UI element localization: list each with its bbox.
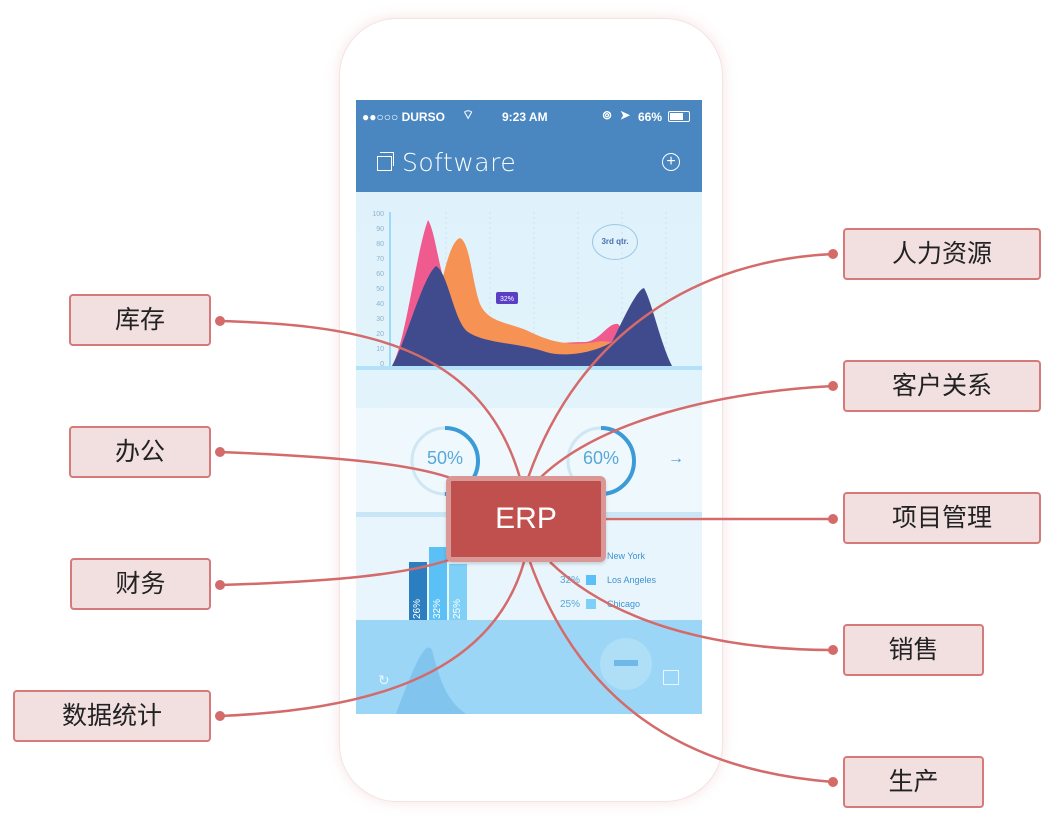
y-tick-label: 0 xyxy=(380,361,384,368)
legend-city: Los Angeles xyxy=(607,575,657,585)
y-tick-label: 20 xyxy=(376,331,384,338)
connector-dot xyxy=(215,580,225,590)
clock-text: 9:23 AM xyxy=(502,110,548,124)
arrow-right-icon[interactable]: → xyxy=(668,450,684,467)
windows-icon[interactable] xyxy=(377,152,394,171)
center-node-erp: ERP xyxy=(446,476,606,562)
y-tick-label: 50 xyxy=(376,286,384,293)
y-tick-label: 100 xyxy=(372,211,384,218)
gauge-1-percent: 50% xyxy=(426,448,464,468)
connector-renli xyxy=(526,252,834,479)
y-tick-label: 80 xyxy=(376,241,384,248)
legend-value: 25% xyxy=(560,599,581,610)
gauge-2-percent: 60% xyxy=(582,448,620,468)
quarter-badge[interactable]: 3rd qtr. xyxy=(592,224,638,260)
legend-swatch xyxy=(586,599,596,609)
battery-icon xyxy=(668,111,690,122)
legend-city: Chicago xyxy=(607,599,641,609)
y-tick-label: 70 xyxy=(376,256,384,263)
legend-swatch xyxy=(586,575,596,585)
connector-dot xyxy=(828,645,838,655)
bar-item: 25% xyxy=(449,564,467,625)
carrier-text: ●●○○○ DURSO xyxy=(362,110,445,124)
connector-dot xyxy=(215,711,225,721)
bottom-blurred-chart xyxy=(396,638,652,714)
connector-caiwu xyxy=(219,554,461,587)
bar-item: 32% xyxy=(429,547,447,625)
gauge-1: 50% xyxy=(408,424,482,498)
rotation-lock-icon: ⊚ xyxy=(602,108,613,122)
connector-shuju xyxy=(219,561,526,718)
connector-shengchan xyxy=(528,561,834,784)
orange-series-area xyxy=(426,238,646,366)
bottom-panel: ↻ xyxy=(356,620,702,714)
y-tick-label: 90 xyxy=(376,226,384,233)
connector-kehu xyxy=(539,384,834,479)
node-xiangmu: 项目管理 xyxy=(843,492,1041,544)
node-xiaoshou: 销售 xyxy=(843,624,984,676)
connector-dot xyxy=(215,447,225,457)
status-bar: ●●○○○ DURSO ⌔ 9:23 AM ⊚ ➤ 66% xyxy=(356,100,702,134)
bar-item: 26% xyxy=(409,561,427,625)
node-bangong: 办公 xyxy=(69,426,211,478)
location-icon: ➤ xyxy=(620,108,631,122)
connector-kucun xyxy=(219,319,522,479)
phone-screen: ●●○○○ DURSO ⌔ 9:23 AM ⊚ ➤ 66% Software +… xyxy=(356,100,702,714)
node-shengchan: 生产 xyxy=(843,756,984,808)
y-tick-label: 60 xyxy=(376,271,384,278)
connector-dot xyxy=(828,514,838,524)
refresh-icon[interactable]: ↻ xyxy=(378,672,390,688)
app-header: Software + xyxy=(356,134,702,192)
app-title: Software xyxy=(402,148,517,177)
connector-dot xyxy=(828,777,838,787)
y-tick-label: 10 xyxy=(376,346,384,353)
y-tick-label: 40 xyxy=(376,301,384,308)
node-kucun: 库存 xyxy=(69,294,211,346)
add-icon[interactable]: + xyxy=(662,153,680,171)
tooltip-box xyxy=(496,292,518,304)
connector-dot xyxy=(828,381,838,391)
connector-bangong xyxy=(219,450,457,482)
image-icon[interactable] xyxy=(663,670,679,685)
connector-xiaoshou xyxy=(549,561,834,652)
connector-dot xyxy=(215,316,225,326)
wifi-icon: ⌔ xyxy=(462,107,475,122)
chart-baseline xyxy=(356,366,702,370)
node-renli: 人力资源 xyxy=(843,228,1041,280)
navy-series-area xyxy=(392,266,672,366)
tooltip-text: 32% xyxy=(500,296,514,303)
node-caiwu: 财务 xyxy=(70,558,211,610)
y-tick-label: 30 xyxy=(376,316,384,323)
battery-text: 66% xyxy=(638,110,663,124)
node-kehu: 客户关系 xyxy=(843,360,1041,412)
node-shuju: 数据统计 xyxy=(13,690,211,742)
connector-dot xyxy=(828,249,838,259)
legend-city: New York xyxy=(607,551,646,561)
